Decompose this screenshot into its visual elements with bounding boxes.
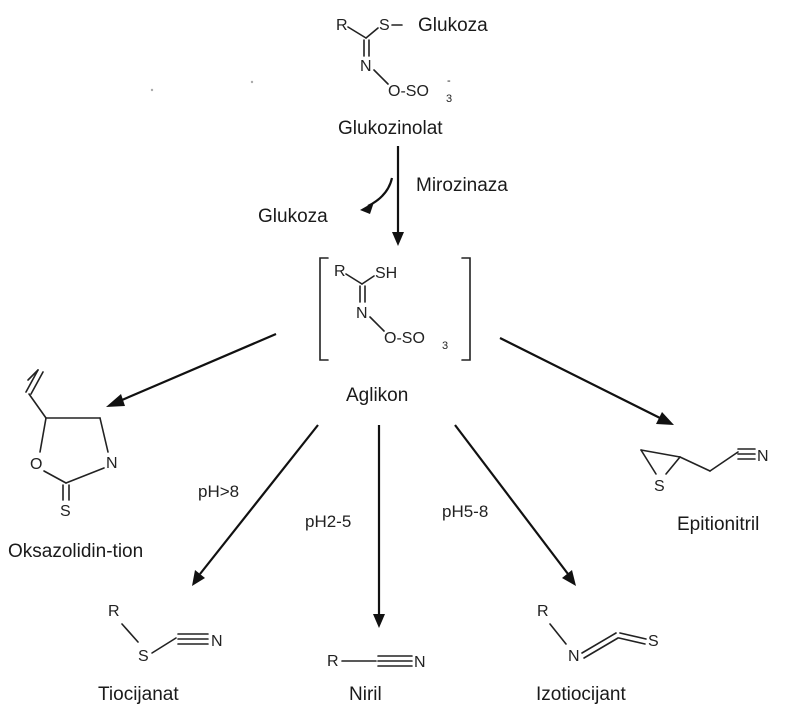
aglycone-label: Aglikon [346,385,408,406]
bond [373,69,389,85]
thiocyanate-label: Tiocijanat [98,684,179,705]
atom-s: S [60,503,71,520]
arrow-head [656,412,674,425]
bond [369,316,385,332]
condition-ph-mid: pH5-8 [442,502,488,521]
atom-s: S [654,478,665,495]
double-bond [583,637,619,659]
arrow-head [106,394,125,407]
atom-r: R [334,263,346,280]
double-bond [618,637,646,645]
aglycone-structure: R SH N O-SO 3 [319,257,471,361]
glucose-label-side: Glukoza [258,206,328,227]
arrow-to-epithionitrile [499,337,661,419]
atom-n: N [414,654,426,671]
vinyl-double-bond [30,371,44,395]
glucosinolate-structure: R S N O-SO 3 - [336,17,452,105]
subscript-3: 3 [442,340,448,352]
bond [65,467,105,484]
glucose-release-arrow [367,177,394,207]
vinyl-double-bond [25,369,39,393]
arrow-head [373,614,385,628]
nitrile-structure: R N [327,653,426,671]
bond [640,449,681,458]
atom-s: S [138,648,149,665]
bond [345,273,363,285]
arrow-head [392,232,404,246]
o-so3-group: O-SO [384,330,425,347]
bond [640,449,657,475]
bond [28,393,47,419]
atom-n: N [106,455,118,472]
myrosinase-label: Mirozinaza [416,175,508,196]
condition-ph-high: pH>8 [198,482,239,501]
left-bracket [319,257,329,361]
bond [99,417,109,453]
charge-minus: - [447,75,451,87]
atom-sh: SH [375,265,397,282]
nitrile-label: Niril [349,684,382,705]
epithionitrile-structure: S N [640,448,769,495]
atom-n: N [356,305,368,322]
bond [549,623,567,645]
oxazolidine-structure: N O S [25,369,118,520]
atom-s: S [648,633,659,650]
thiocyanate-structure: R S N [108,603,223,665]
bond [347,26,367,39]
bond [665,456,681,475]
arrow-to-oxazolidine [121,332,277,402]
bond [365,27,379,39]
epithionitrile-label: Epitionitril [677,514,759,535]
speck [250,80,254,84]
atom-n: N [757,448,769,465]
double-bond [581,632,617,654]
atom-n: N [360,58,372,75]
atom-n: N [568,648,580,665]
oxazolidine-label: Oksazolidin-tion [8,541,143,562]
double-bond [619,632,647,640]
arrow-head [562,570,576,586]
speck [150,88,154,92]
isothiocyanate-structure: R N S [537,603,659,665]
condition-ph-low: pH2-5 [305,512,351,531]
isothiocyanate-label: Izotiocijant [536,684,626,705]
glucose-label-top: Glukoza [418,15,488,36]
bond [39,417,47,453]
bond [121,623,139,643]
bond [679,456,711,472]
arrow-head [192,570,205,586]
bond [709,451,739,472]
glucosinolate-label: Glukozinolat [338,118,443,139]
subscript-3: 3 [446,93,452,105]
atom-o: O [30,456,42,473]
arrow-to-thiocyanate [199,424,319,575]
o-so3-group: O-SO [388,83,429,100]
bond [151,637,177,654]
bond [361,275,375,285]
arrow-to-isothiocyanate [454,424,569,575]
atom-r: R [327,653,339,670]
atom-r: R [336,17,348,34]
right-bracket [461,257,471,361]
atom-r: R [537,603,549,620]
atom-n: N [211,633,223,650]
arrow-head [360,202,374,214]
atom-s: S [379,17,390,34]
bond [43,470,67,484]
atom-r: R [108,603,120,620]
